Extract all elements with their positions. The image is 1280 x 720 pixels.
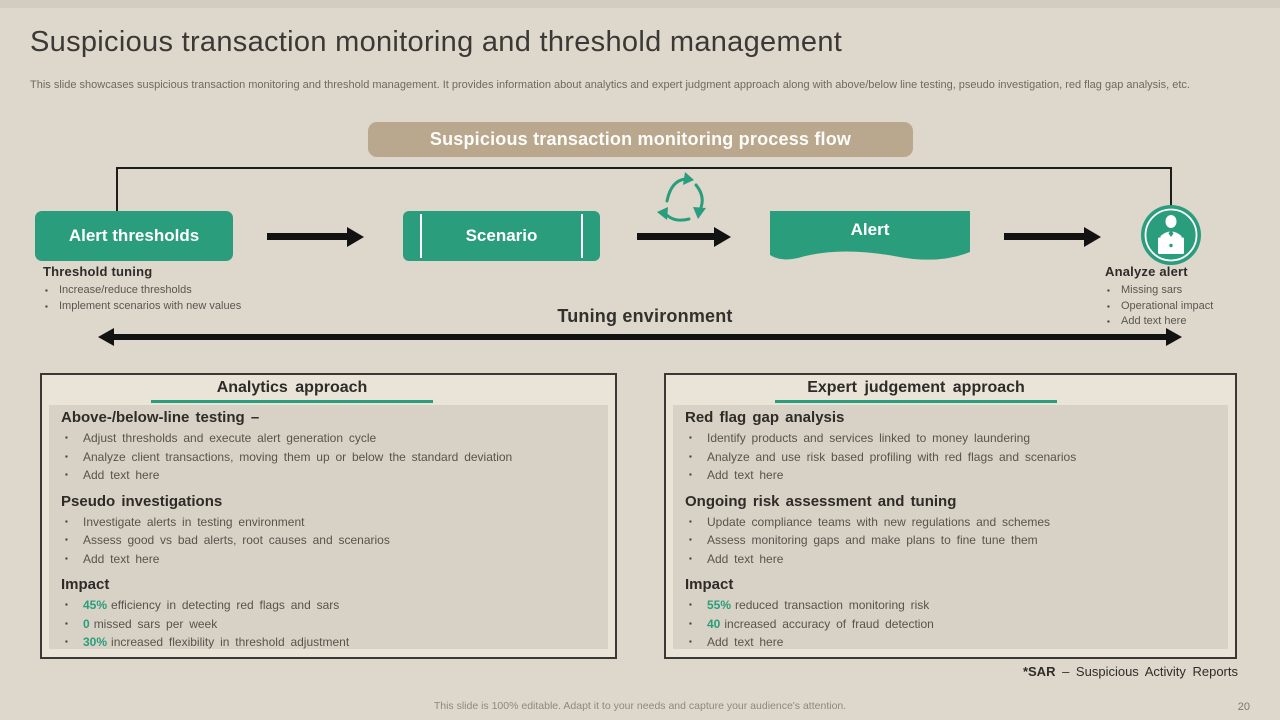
section: Ongoing risk assessment and tuning Updat… — [685, 493, 1216, 569]
section: Impact 45%efficiency in detecting red fl… — [61, 576, 596, 649]
document-shape — [770, 211, 970, 260]
scenario-inner-line-right — [581, 214, 583, 258]
list-item: Analyze and use risk based profiling wit… — [685, 448, 1216, 467]
box-title: Expert judgement approach — [807, 379, 1025, 396]
flow-node-label: Alert thresholds — [68, 226, 200, 245]
sar-definition: – Suspicious Activity Reports — [1062, 664, 1238, 679]
editable-footer-note: This slide is 100% editable. Adapt it to… — [433, 700, 847, 712]
list-item: Operational impact — [1105, 299, 1255, 315]
list-item: Investigate alerts in testing environmen… — [61, 513, 596, 532]
page-title: Suspicious transaction monitoring and th… — [30, 26, 843, 58]
list-item: Adjust thresholds and execute alert gene… — [61, 429, 596, 448]
section-heading: Red flag gap analysis — [685, 409, 845, 426]
flow-node-alert-thresholds: Alert thresholds — [35, 211, 233, 261]
flow-node-alert: Alert — [770, 211, 970, 269]
section-heading: Ongoing risk assessment and tuning — [685, 492, 957, 510]
section-heading: Pseudo investigations — [61, 492, 223, 510]
list-item: Add text here — [61, 550, 596, 569]
page-number: 20 — [1237, 701, 1250, 713]
list-item: Implement scenarios with new values — [43, 299, 303, 315]
list-item: 30%increased flexibility in threshold ad… — [61, 633, 596, 649]
list-item: Add text here — [685, 633, 1216, 649]
flow-arrow-1 — [267, 233, 347, 240]
sar-term: *SAR — [1022, 664, 1056, 679]
list-item: Add text here — [685, 466, 1216, 485]
threshold-tuning-title: Threshold tuning — [43, 264, 153, 279]
title-underline — [775, 400, 1057, 403]
expert-judgement-approach-box: Expert judgement approach Red flag gap a… — [664, 373, 1237, 659]
analyze-alert-title: Analyze alert — [1105, 264, 1188, 279]
flow-node-label: Scenario — [465, 226, 538, 245]
list-item: Update compliance teams with new regulat… — [685, 513, 1216, 532]
top-edge-strip — [0, 0, 1280, 8]
list-item: Add text here — [61, 466, 596, 485]
threshold-tuning-list: Increase/reduce thresholds Implement sce… — [43, 283, 303, 314]
list-item: Identify products and services linked to… — [685, 429, 1216, 448]
list-item: Increase/reduce thresholds — [43, 283, 303, 299]
flow-node-label: Alert — [850, 220, 890, 239]
connector-line-horizontal — [116, 167, 1172, 169]
list-item: Assess monitoring gaps and make plans to… — [685, 531, 1216, 550]
list-item: Missing sars — [1105, 283, 1255, 299]
section: Pseudo investigations Investigate alerts… — [61, 493, 596, 569]
box-body: Above-/below-line testing – Adjust thres… — [49, 405, 608, 649]
list-item: Add text here — [1105, 314, 1255, 330]
section: Above-/below-line testing – Adjust thres… — [61, 409, 596, 485]
section: Impact 55%reduced transaction monitoring… — [685, 576, 1216, 649]
section-heading: Impact — [61, 576, 110, 593]
threshold-tuning-note: Threshold tuning Increase/reduce thresho… — [43, 264, 303, 314]
box-title: Analytics approach — [216, 379, 368, 396]
sar-footnote: *SAR – Suspicious Activity Reports — [1023, 664, 1238, 679]
tuning-environment-label: Tuning environment — [557, 306, 733, 326]
section-heading: Impact — [685, 576, 734, 593]
list-item: Assess good vs bad alerts, root causes a… — [61, 531, 596, 550]
list-item: Add text here — [685, 550, 1216, 569]
process-flow-banner: Suspicious transaction monitoring proces… — [368, 122, 913, 157]
section-heading: Above-/below-line testing – — [61, 409, 260, 426]
slide-description: This slide showcases suspicious transact… — [30, 79, 1190, 91]
recycle-icon — [653, 168, 715, 233]
flow-arrow-3 — [1004, 233, 1084, 240]
flow-node-scenario: Scenario — [403, 211, 600, 261]
scenario-inner-line-left — [420, 214, 422, 258]
connector-line-left — [116, 167, 118, 211]
flow-arrow-2 — [637, 233, 714, 240]
analyze-alert-list: Missing sars Operational impact Add text… — [1105, 283, 1255, 330]
analytics-approach-box: Analytics approach Above-/below-line tes… — [40, 373, 617, 659]
analyst-at-desk-icon — [1140, 204, 1202, 271]
connector-line-right — [1170, 167, 1172, 207]
analyze-alert-note: Analyze alert Missing sars Operational i… — [1105, 264, 1255, 330]
title-underline — [151, 400, 433, 403]
tuning-environment-double-arrow — [114, 334, 1166, 340]
box-body: Red flag gap analysis Identify products … — [673, 405, 1228, 649]
list-item: 45%efficiency in detecting red flags and… — [61, 596, 596, 615]
list-item: 55%reduced transaction monitoring risk — [685, 596, 1216, 615]
list-item: Analyze client transactions, moving them… — [61, 448, 596, 467]
section: Red flag gap analysis Identify products … — [685, 409, 1216, 485]
